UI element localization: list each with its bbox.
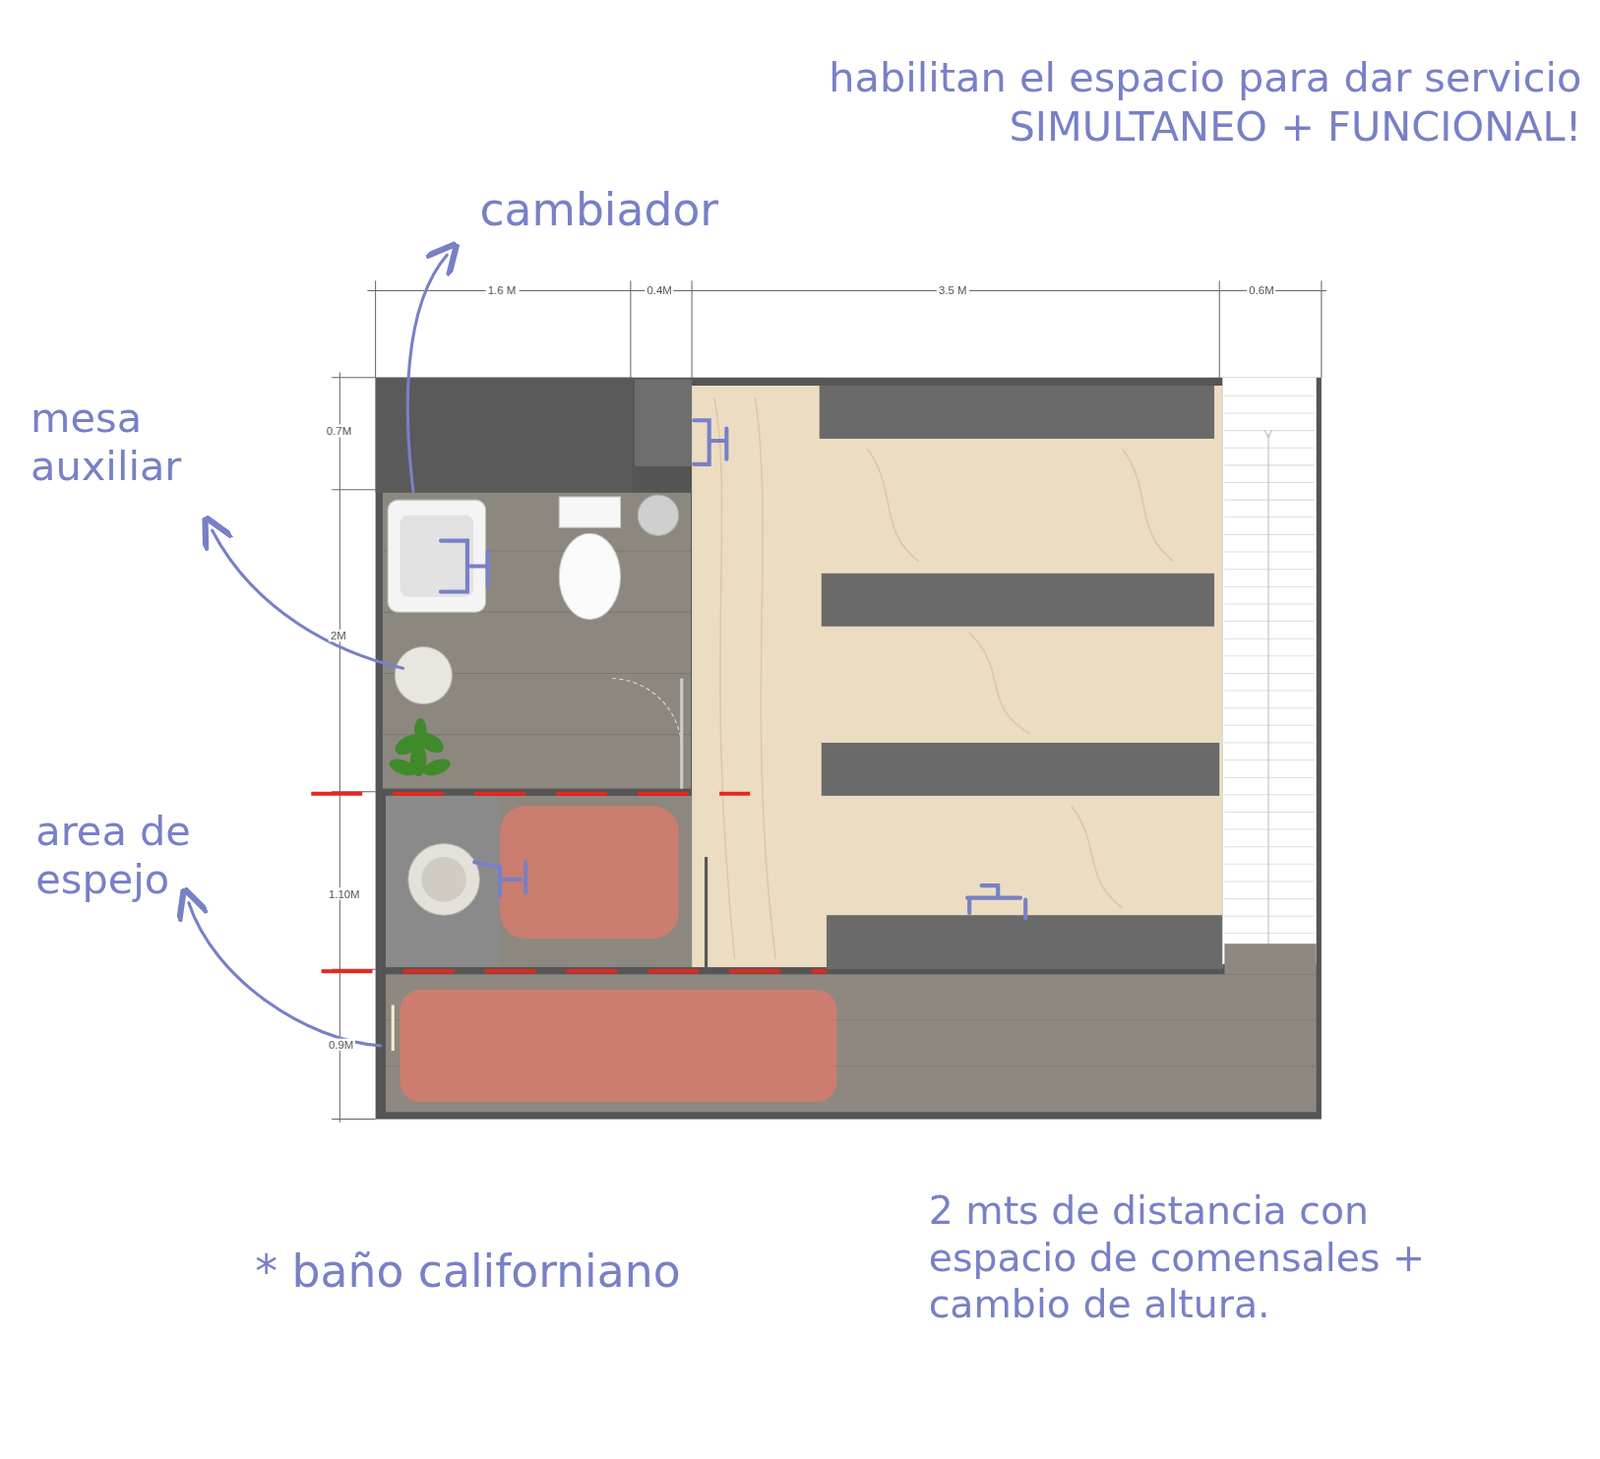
dimension-label: 3.5 M [936, 283, 970, 296]
dimension-label: 0.4M [644, 283, 675, 296]
handwritten-callout: cambiador [479, 184, 745, 239]
handwritten-callout: mesa auxiliar [30, 392, 266, 492]
dimension-label: 0.7M [324, 424, 355, 436]
dimension-label: 0.6M [1246, 283, 1277, 296]
handwritten-callout: area de espejo [35, 805, 240, 905]
dimension-label: 1.6 M [486, 283, 519, 296]
dimension-label: 1.10M [326, 887, 363, 900]
handwritten-note: * baño californiano [254, 1244, 827, 1299]
dimension-label: 2M [328, 629, 349, 642]
dimension-label: 0.9M [326, 1039, 357, 1051]
handwritten-note: 2 mts de distancia con espacio de comens… [928, 1188, 1480, 1329]
leader-lines [188, 254, 447, 1047]
dimension-lines [331, 280, 1327, 1123]
handwritten-note: habilitan el espacio para dar servicio S… [735, 53, 1583, 152]
